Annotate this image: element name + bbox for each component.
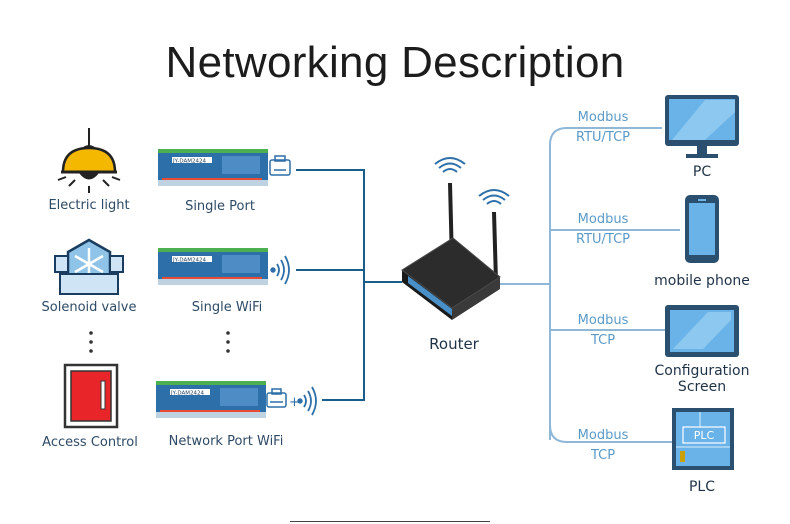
svg-text:JY-DAM2424: JY-DAM2424 (172, 159, 206, 165)
client-label-pc: PC (692, 164, 712, 180)
router-label: Router (429, 335, 479, 353)
router-icon (401, 157, 510, 320)
plc-screen-text: PLC (694, 429, 715, 442)
module-label-single-wifi: Single WiFi (191, 300, 263, 315)
device-label-electric-light: Electric light (48, 198, 130, 213)
lamp-icon (57, 128, 121, 193)
right-connection-lines (500, 127, 680, 443)
bottom-divider (290, 521, 490, 522)
client-label-plc: PLC (688, 479, 716, 495)
wifi-signal-icon (297, 386, 317, 416)
ethernet-port-icon (266, 388, 287, 408)
device-label-access-control: Access Control (42, 435, 138, 450)
svg-text:JY-DAM2424: JY-DAM2424 (172, 258, 206, 264)
module-label-network-port-wifi: Network Port WiFi (168, 434, 284, 449)
plc-icon: PLC (672, 408, 734, 470)
device-label-solenoid-valve: Solenoid valve (41, 300, 137, 315)
module-label-single-port: Single Port (185, 199, 255, 214)
door-switch-icon (63, 363, 119, 429)
left-connection-lines (296, 169, 402, 401)
monitor-icon (665, 95, 739, 158)
touch-screen-icon (665, 305, 739, 357)
wifi-signal-icon (270, 255, 290, 285)
plus-sign: + (289, 395, 300, 410)
smartphone-icon (685, 195, 719, 263)
module-board-1: JY-DAM2424 (158, 149, 268, 186)
module-board-3: JY-DAM2424 (156, 381, 266, 418)
client-label-mobile-phone: mobile phone (654, 273, 750, 289)
ellipsis-dots-middle (226, 331, 230, 353)
module-board-2: JY-DAM2424 (158, 248, 268, 285)
ellipsis-dots-left (89, 331, 93, 353)
wifi-signal-icon (434, 157, 510, 205)
ethernet-port-icon (269, 155, 291, 176)
valve-icon (54, 238, 124, 295)
page-title: Networking Description (165, 38, 625, 87)
svg-text:JY-DAM2424: JY-DAM2424 (170, 391, 204, 397)
